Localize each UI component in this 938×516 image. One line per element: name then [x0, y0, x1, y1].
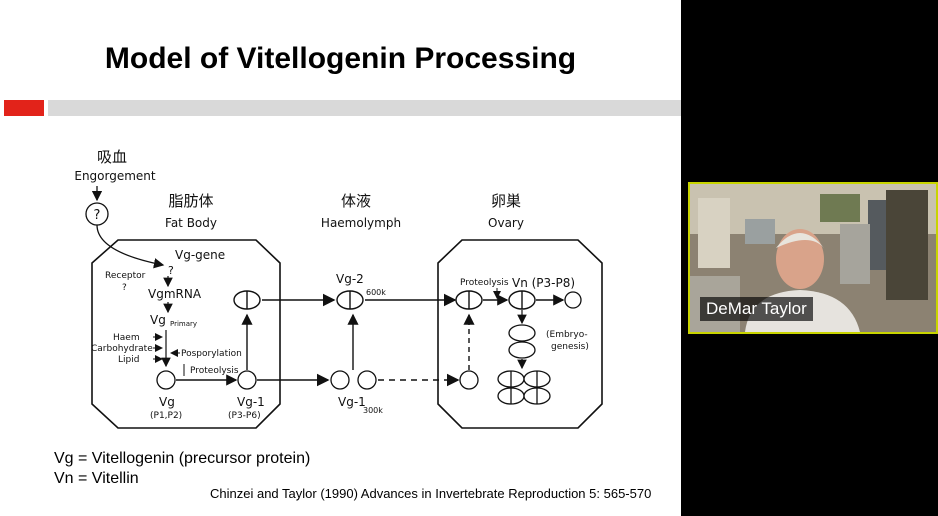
vg-circle [156, 370, 176, 390]
lipid-label: Lipid [118, 355, 139, 365]
ovary-label: Ovary [488, 216, 524, 230]
haem-label: Haem [113, 333, 140, 343]
vg-label: Vg [159, 395, 175, 409]
definition-vg: Vg = Vitellogenin (precursor protein) [54, 450, 311, 467]
vg-primary-sub: Primary [170, 320, 197, 328]
vg-sub-label: (P1,P2) [150, 411, 182, 421]
fat-body-label: Fat Body [165, 216, 217, 230]
carbohydrate-label: Carbohydrate [91, 344, 153, 354]
vn-monomer-circle [564, 291, 582, 309]
posporylation-label: Posporylation [181, 349, 242, 359]
vg2-label: Vg-2 [336, 272, 364, 286]
vg1-fb-sub-label: (P3-P6) [228, 411, 261, 421]
slide-title: Model of Vitellogenin Processing [104, 42, 577, 75]
vg1-hl-circle-b [357, 370, 377, 390]
definition-vn: Vn = Vitellin [54, 470, 139, 487]
citation-text: Chinzei and Taylor (1990) Advances in In… [210, 486, 652, 501]
gene-question: ? [168, 264, 174, 277]
vg1-hl-label: Vg-1 [338, 395, 366, 409]
title-accent-bar-gray [48, 100, 681, 116]
participant-name-label: DeMar Taylor [700, 297, 813, 321]
unknown-signal-question: ? [94, 208, 101, 223]
genesis-label: genesis) [551, 342, 589, 352]
receptor-question: ? [122, 283, 127, 293]
fat-body-kanji: 脂肪体 [168, 192, 213, 210]
vg1-size-label: 300k [363, 406, 383, 415]
vg1-fb-circle [237, 370, 257, 390]
engorgement-kanji: 吸血 [97, 148, 127, 166]
vn-vertical-top [508, 324, 536, 342]
haemolymph-kanji: 体液 [341, 192, 371, 210]
receptor-label: Receptor [105, 271, 146, 281]
ov-vg1-circle [459, 370, 479, 390]
presentation-slide: Model of Vitellogenin Processing 吸血 Engo… [0, 0, 681, 516]
vg1-fb-label: Vg-1 [237, 395, 265, 409]
engorgement-label: Engorgement [74, 169, 156, 183]
ovary-compartment [437, 239, 603, 429]
vitellogenin-processing-diagram: 吸血 Engorgement ? 脂肪体 Fat Body 体液 Haemoly… [74, 148, 603, 429]
vg1-hl-circle-a [330, 370, 350, 390]
vn-label: Vn (P3-P8) [512, 276, 575, 290]
embryo-label: (Embryo- [546, 330, 588, 340]
fat-body-compartment [91, 239, 281, 429]
vn-tetramer-cluster [497, 370, 551, 405]
haemolymph-label: Haemolymph [321, 216, 401, 230]
ovary-kanji: 卵巣 [491, 192, 521, 210]
vg2-size-label: 600k [366, 288, 386, 297]
vgmrna-label: VgmRNA [148, 287, 202, 301]
vn-vertical-bottom [508, 341, 536, 359]
signal-to-gene-arrow [96, 224, 165, 269]
vg-gene-label: Vg-gene [175, 248, 225, 262]
participant-video-tile[interactable]: DeMar Taylor [688, 182, 938, 334]
title-accent-bar-red [4, 100, 44, 116]
fb-proteolysis-label: Proteolysis [190, 366, 239, 376]
vg-primary-label: Vg [150, 313, 166, 327]
ov-proteolysis-label: Proteolysis [460, 278, 509, 288]
